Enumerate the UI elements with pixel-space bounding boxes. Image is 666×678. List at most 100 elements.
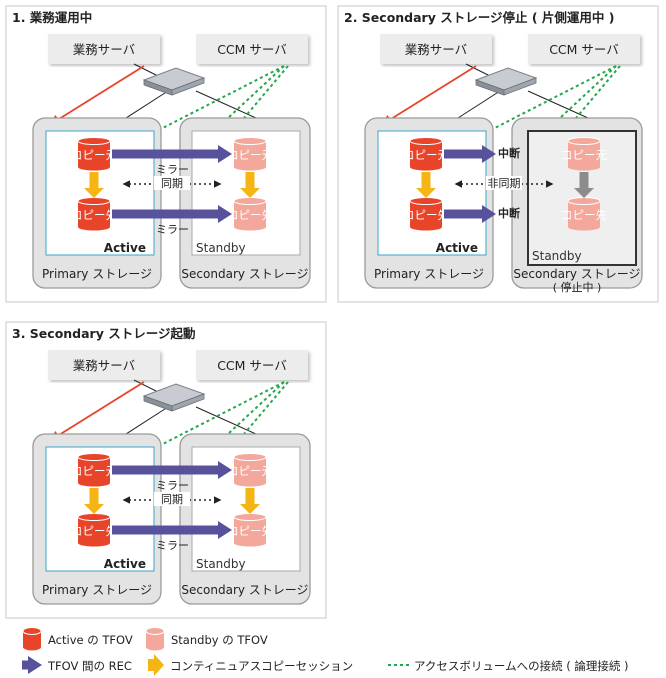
biz-server: 業務サーバ: [48, 34, 160, 64]
primary-storage-label: Primary ストレージ: [42, 583, 152, 597]
volume-label: コピー元: [403, 148, 449, 162]
volume-label: コピー先: [403, 208, 449, 222]
cylinder-body: [78, 457, 110, 487]
cylinder-body: [234, 141, 266, 171]
active-target-volume: [409, 197, 443, 231]
active-label: Active: [104, 241, 146, 255]
server-label: CCM サーバ: [549, 42, 619, 57]
cylinder-top: [567, 197, 601, 205]
volume-label: コピー元: [71, 464, 117, 478]
standby-target-volume: [233, 197, 267, 231]
logical-connection: [150, 381, 285, 451]
sync-label: 非同期: [488, 177, 521, 190]
logical-connection: [227, 65, 285, 119]
biz-server: 業務サーバ: [380, 34, 492, 64]
access-arrow: [49, 65, 145, 126]
active-target-volume: [77, 197, 111, 231]
logical-connection: [150, 65, 285, 135]
volume-label: コピー先: [227, 524, 273, 538]
panel-title: 3. Secondary ストレージ起動: [12, 326, 195, 341]
legend-label: コンティニュアスコピーセッション: [170, 659, 353, 673]
cable: [195, 90, 257, 119]
server-label: 業務サーバ: [405, 42, 467, 57]
logical-connection: [243, 381, 289, 435]
volume-label: コピー先: [561, 208, 607, 222]
volume-label: コピー元: [227, 148, 273, 162]
cylinder-top: [567, 137, 601, 145]
switch-front: [503, 77, 537, 96]
copy-session-arrow: [84, 172, 104, 198]
mirror-label: ミラー: [156, 539, 189, 552]
active-source-volume: [77, 137, 111, 171]
active-label: Active: [104, 557, 146, 571]
cylinder-body: [234, 517, 266, 547]
legend-standby-swatch: [145, 627, 165, 651]
biz-server: 業務サーバ: [48, 350, 160, 380]
cylinder-body: [568, 201, 600, 231]
mirror-label: ミラー: [156, 479, 189, 492]
access-arrow: [381, 65, 477, 126]
rec-arrow: [112, 521, 232, 539]
standby-source-volume: [233, 137, 267, 171]
copy-session-arrow: [240, 172, 260, 198]
logical-connection: [243, 65, 289, 119]
switch-front: [171, 393, 205, 412]
legend-item: アクセスボリュームへの接続 ( 論理接続 ): [388, 659, 629, 673]
copy-session-arrow: [240, 488, 260, 514]
standby-source-volume: [233, 453, 267, 487]
cylinder-top: [77, 453, 111, 461]
secondary-storage-label: Secondary ストレージ: [181, 583, 308, 597]
secondary-storage-label: Secondary ストレージ: [513, 267, 640, 281]
cylinder-top: [233, 197, 267, 205]
legend-copy-swatch: [148, 654, 164, 676]
rec-arrow: [444, 145, 496, 163]
cable: [195, 406, 257, 435]
cylinder-body: [410, 141, 442, 171]
standby-target-volume: [567, 197, 601, 231]
cylinder-body: [78, 141, 110, 171]
cylinder-body: [234, 201, 266, 231]
legend-item: Standby の TFOV: [145, 627, 268, 651]
cable: [125, 406, 169, 435]
cable: [457, 90, 501, 119]
access-arrow: [49, 381, 145, 442]
cylinder-top: [77, 137, 111, 145]
ccm-server: CCM サーバ: [528, 34, 640, 64]
rec-arrow: [112, 145, 232, 163]
logical-connection: [575, 65, 621, 119]
cylinder-body: [146, 631, 164, 651]
server-label: 業務サーバ: [73, 358, 135, 373]
legend-label: Active の TFOV: [48, 633, 133, 647]
active-source-volume: [77, 453, 111, 487]
legend-item: TFOV 間の REC: [22, 656, 132, 674]
standby-label: Standby: [532, 249, 582, 263]
legend-label: TFOV 間の REC: [47, 659, 132, 673]
rec-arrow: [112, 205, 232, 223]
panel-title: 2. Secondary ストレージ停止 ( 片側運用中 ): [344, 10, 614, 25]
copy-session-arrow: [84, 488, 104, 514]
logical-connection: [227, 381, 285, 435]
server-label: CCM サーバ: [217, 42, 287, 57]
primary-storage-label: Primary ストレージ: [374, 267, 484, 281]
secondary-storage-label: Secondary ストレージ: [181, 267, 308, 281]
sync-label-bg: [154, 176, 190, 190]
server-box: [196, 350, 308, 380]
volume-label: コピー元: [71, 148, 117, 162]
server-box: [196, 34, 308, 64]
legend-item: Active の TFOV: [22, 627, 133, 651]
active-target-volume: [77, 513, 111, 547]
sync-label: 同期: [161, 493, 183, 506]
sync-label-bg: [486, 176, 522, 190]
network-switch: [474, 67, 538, 96]
ccm-server: CCM サーバ: [196, 350, 308, 380]
legend-label: Standby の TFOV: [171, 633, 268, 647]
server-box: [48, 350, 160, 380]
active-source-volume: [409, 137, 443, 171]
standby-label: Standby: [196, 557, 246, 571]
cylinder-top: [22, 627, 42, 635]
logical-connection: [559, 65, 617, 119]
cylinder-top: [145, 627, 165, 635]
